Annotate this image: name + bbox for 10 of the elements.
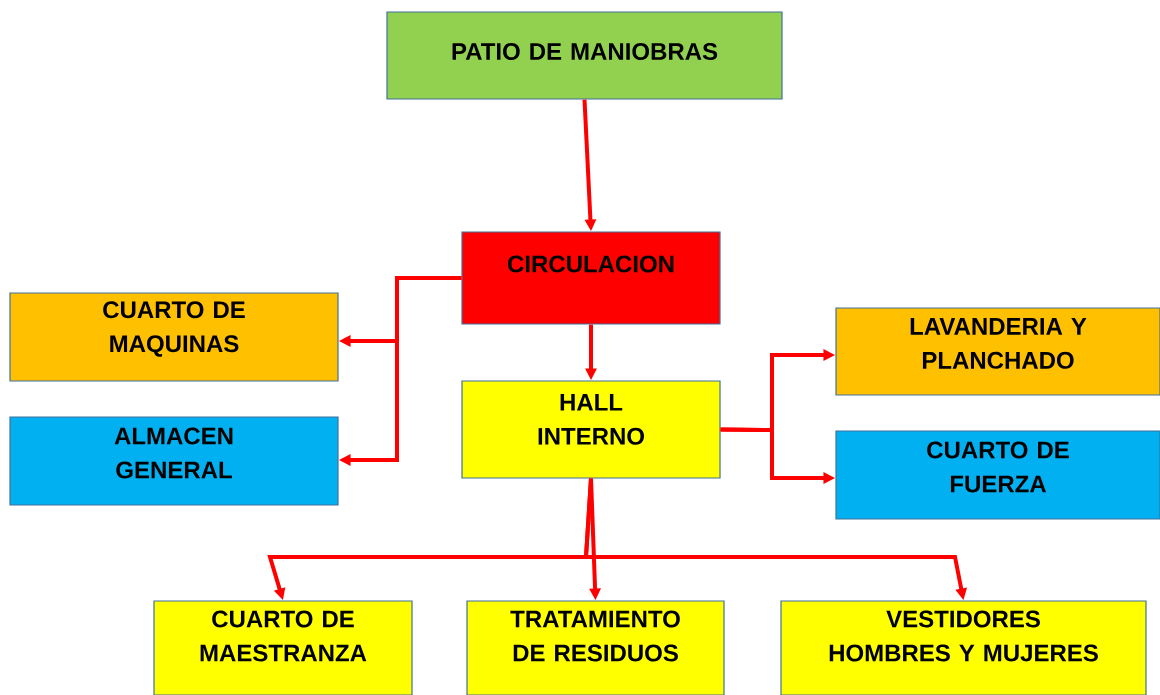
room-box: CUARTO DE MAQUINAS [9, 292, 339, 382]
room-box: TRATAMIENTO DE RESIDUOS [466, 600, 725, 695]
room-box: LAVANDERIA Y PLANCHADO [835, 307, 1160, 396]
room-box: VESTIDORES HOMBRES Y MUJERES [780, 600, 1147, 695]
room-box: CIRCULACION [461, 231, 721, 325]
room-box: HALL INTERNO [461, 380, 721, 479]
room-box: ALMACEN GENERAL [9, 416, 339, 506]
room-box: PATIO DE MANIOBRAS [386, 11, 783, 100]
room-box: CUARTO DE FUERZA [835, 430, 1160, 520]
room-box: CUARTO DE MAESTRANZA [153, 600, 413, 695]
